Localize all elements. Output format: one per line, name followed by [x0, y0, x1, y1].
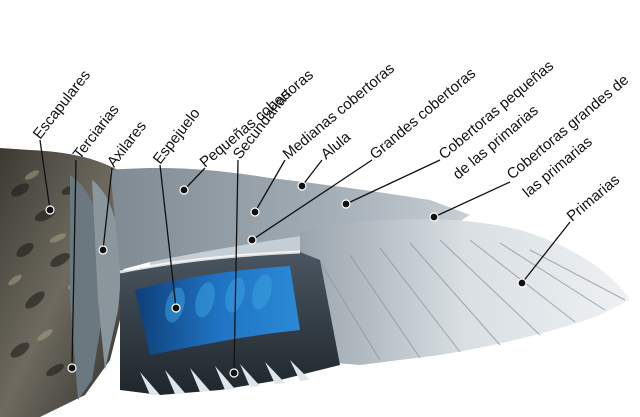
label-escapulares: Escapulares [30, 67, 94, 143]
primaries-region [300, 219, 630, 365]
label-primarias: Primarias [564, 171, 623, 225]
